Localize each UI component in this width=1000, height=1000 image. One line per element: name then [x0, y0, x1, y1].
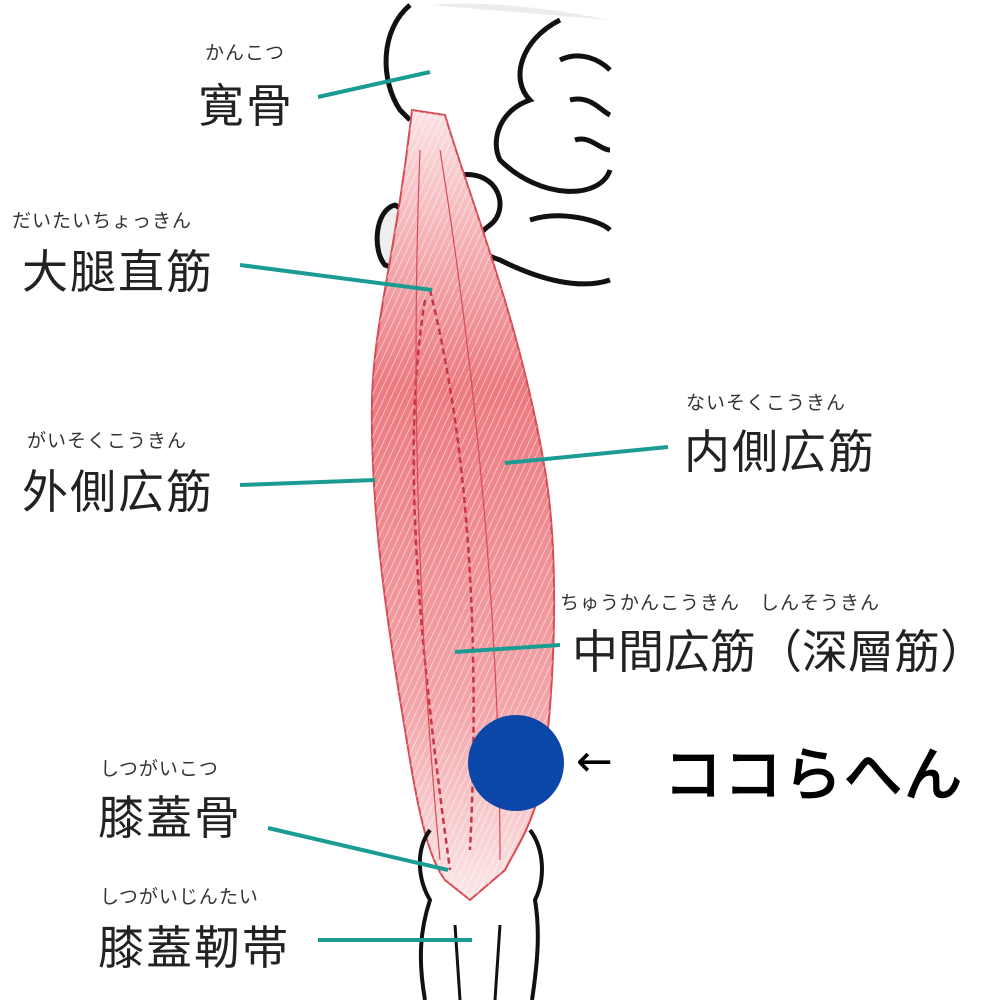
leader-patella: [267, 826, 449, 872]
label-ilium: 寛骨: [198, 79, 294, 133]
quadriceps-muscle: [370, 108, 556, 902]
label-vastus-intermedius-ruby: ちゅうかんこうきん しんそうきん: [560, 592, 881, 614]
label-patellar-ligament-ruby: しつがいじんたい: [100, 886, 259, 908]
leader-rectus-femoris: [239, 263, 433, 292]
label-vastus-intermedius: 中間広筋（深層筋）: [572, 625, 986, 679]
label-rectus-femoris-ruby: だいたいちょっきん: [12, 210, 193, 232]
leader-vastus-medialis: [504, 445, 669, 465]
leader-vastus-lateralis: [239, 478, 376, 487]
label-patella-ruby: しつがいこつ: [100, 758, 219, 780]
arrow-left-icon: ←: [576, 736, 613, 787]
leader-lines: [239, 70, 669, 942]
location-marker: [468, 715, 564, 811]
label-patella: 膝蓋骨: [98, 791, 242, 845]
label-rectus-femoris: 大腿直筋: [22, 245, 214, 299]
label-vastus-medialis-ruby: ないそくこうきん: [686, 392, 847, 414]
label-vastus-lateralis: 外側広筋: [22, 465, 214, 519]
label-vastus-lateralis-ruby: がいそくこうきん: [27, 430, 188, 452]
knee-bones: [417, 828, 544, 1000]
label-patellar-ligament: 膝蓋靭帯: [98, 921, 290, 975]
location-note: ココらへん: [664, 741, 965, 809]
label-ilium-ruby: かんこつ: [205, 42, 286, 64]
label-vastus-medialis: 内側広筋: [684, 425, 876, 479]
leader-ilium: [317, 70, 431, 99]
leader-vastus-intermedius: [454, 643, 561, 654]
